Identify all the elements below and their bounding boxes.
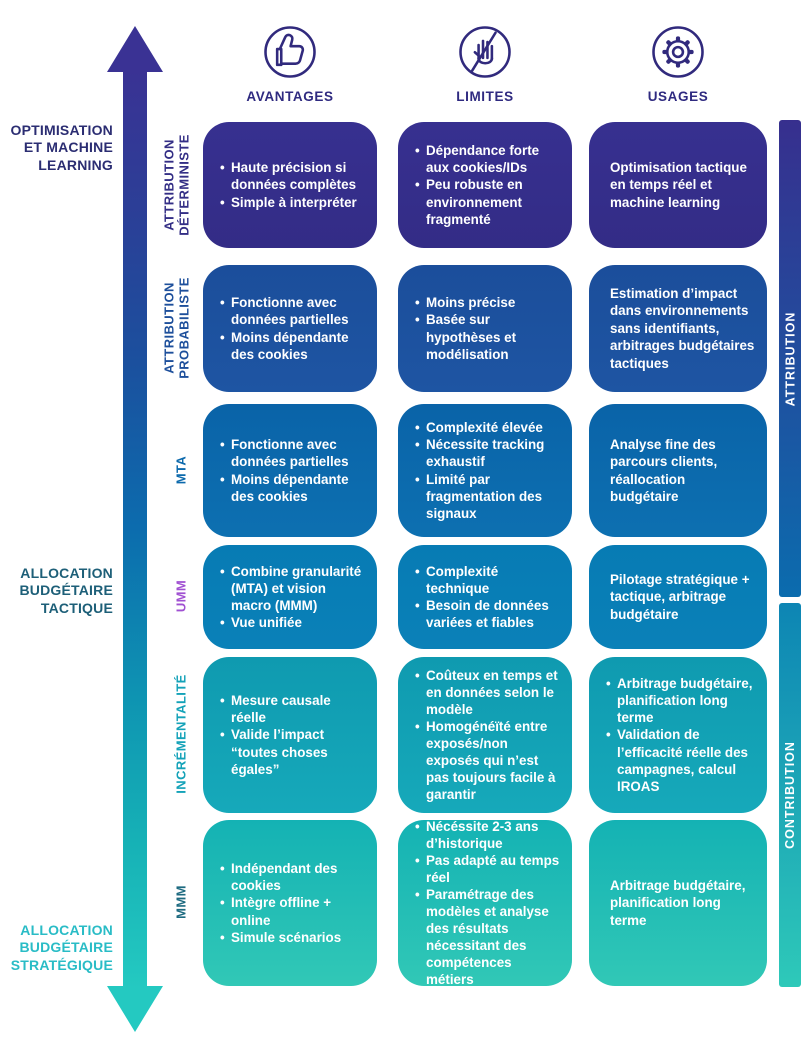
axis-label-allocation-tactique: ALLOCATION BUDGÉTAIRE TACTIQUE	[19, 565, 113, 616]
row-label-attribution-deterministe: ATTRIBUTION DÉTERMINISTE	[161, 134, 192, 236]
column-title-usages: USAGES	[647, 89, 709, 104]
bullet-list: Complexité élevée Nécessite tracking exh…	[415, 419, 560, 521]
contribution-side-bar: CONTRIBUTION	[779, 603, 801, 987]
cell-incrementalite-avantages: Mesure causale réelle Valide l’impact “t…	[203, 657, 377, 813]
row-label-mmm: MMM	[173, 885, 189, 919]
cell-umm-limites: Complexité technique Besoin de données v…	[398, 545, 572, 649]
column-header-avantages: AVANTAGES	[203, 24, 377, 104]
row-label-incrementalite: INCRÉMENTALITÉ	[173, 674, 189, 794]
bullet-list: Arbitrage budgétaire, planification long…	[606, 675, 755, 794]
column-header-usages: USAGES	[589, 24, 767, 104]
contribution-bar-label: CONTRIBUTION	[783, 741, 798, 849]
arrow-up-icon	[107, 26, 163, 72]
bullet-list: Nécéssite 2-3 ans d’historique Pas adapt…	[415, 820, 560, 986]
row-label-umm: UMM	[173, 579, 189, 613]
cell-incrementalite-limites: Coûteux en temps et en données selon le …	[398, 657, 572, 813]
thumbs-up-icon	[264, 26, 316, 78]
bullet-list: Haute précision si données complètes Sim…	[220, 159, 365, 210]
bullet-list: Indépendant des cookies Intègre offline …	[220, 860, 365, 945]
cell-mmm-avantages: Indépendant des cookies Intègre offline …	[203, 820, 377, 986]
bullet-list: Fonctionne avec données partielles Moins…	[220, 294, 365, 362]
axis-label-optimisation-ml: OPTIMISATION ET MACHINE LEARNING	[10, 122, 113, 173]
row-label-attribution-probabiliste: ATTRIBUTION PROBABILISTE	[161, 277, 192, 379]
column-title-avantages: AVANTAGES	[246, 89, 334, 104]
stop-hand-icon	[459, 26, 511, 78]
cell-probabiliste-limites: Moins précise Basée sur hypothèses et mo…	[398, 265, 572, 392]
bullet-list: Mesure causale réelle Valide l’impact “t…	[220, 692, 365, 777]
column-title-limites: LIMITES	[456, 89, 514, 104]
cell-umm-avantages: Combine granularité (MTA) et vision macr…	[203, 545, 377, 649]
arrow-down-icon	[107, 986, 163, 1032]
cell-probabiliste-usages: Estimation d’impact dans environnements …	[589, 265, 767, 392]
bullet-list: Coûteux en temps et en données selon le …	[415, 667, 560, 803]
bullet-list: Dépendance forte aux cookies/IDs Peu rob…	[415, 142, 560, 227]
cell-mta-avantages: Fonctionne avec données partielles Moins…	[203, 404, 377, 537]
row-label-mta: MTA	[173, 455, 189, 485]
column-header-limites: LIMITES	[398, 24, 572, 104]
cell-deterministe-limites: Dépendance forte aux cookies/IDs Peu rob…	[398, 122, 572, 248]
cell-deterministe-usages: Optimisation tactique en temps réel et m…	[589, 122, 767, 248]
axis-arrow-shaft	[123, 68, 147, 988]
cell-umm-usages: Pilotage stratégique + tactique, arbitra…	[589, 545, 767, 649]
cell-incrementalite-usages: Arbitrage budgétaire, planification long…	[589, 657, 767, 813]
cell-mmm-usages: Arbitrage budgétaire, planification long…	[589, 820, 767, 986]
attribution-side-bar: ATTRIBUTION	[779, 120, 801, 597]
bullet-list: Fonctionne avec données partielles Moins…	[220, 436, 365, 504]
bullet-list: Complexité technique Besoin de données v…	[415, 563, 560, 631]
cell-probabiliste-avantages: Fonctionne avec données partielles Moins…	[203, 265, 377, 392]
axis-label-allocation-strategique: ALLOCATION BUDGÉTAIRE STRATÉGIQUE	[10, 922, 113, 973]
bullet-list: Moins précise Basée sur hypothèses et mo…	[415, 294, 560, 362]
gear-icon	[652, 26, 704, 78]
attribution-bar-label: ATTRIBUTION	[783, 311, 798, 406]
cell-mta-limites: Complexité élevée Nécessite tracking exh…	[398, 404, 572, 537]
cell-mta-usages: Analyse fine des parcours clients, réall…	[589, 404, 767, 537]
cell-deterministe-avantages: Haute précision si données complètes Sim…	[203, 122, 377, 248]
cell-mmm-limites: Nécéssite 2-3 ans d’historique Pas adapt…	[398, 820, 572, 986]
bullet-list: Combine granularité (MTA) et vision macr…	[220, 563, 365, 631]
